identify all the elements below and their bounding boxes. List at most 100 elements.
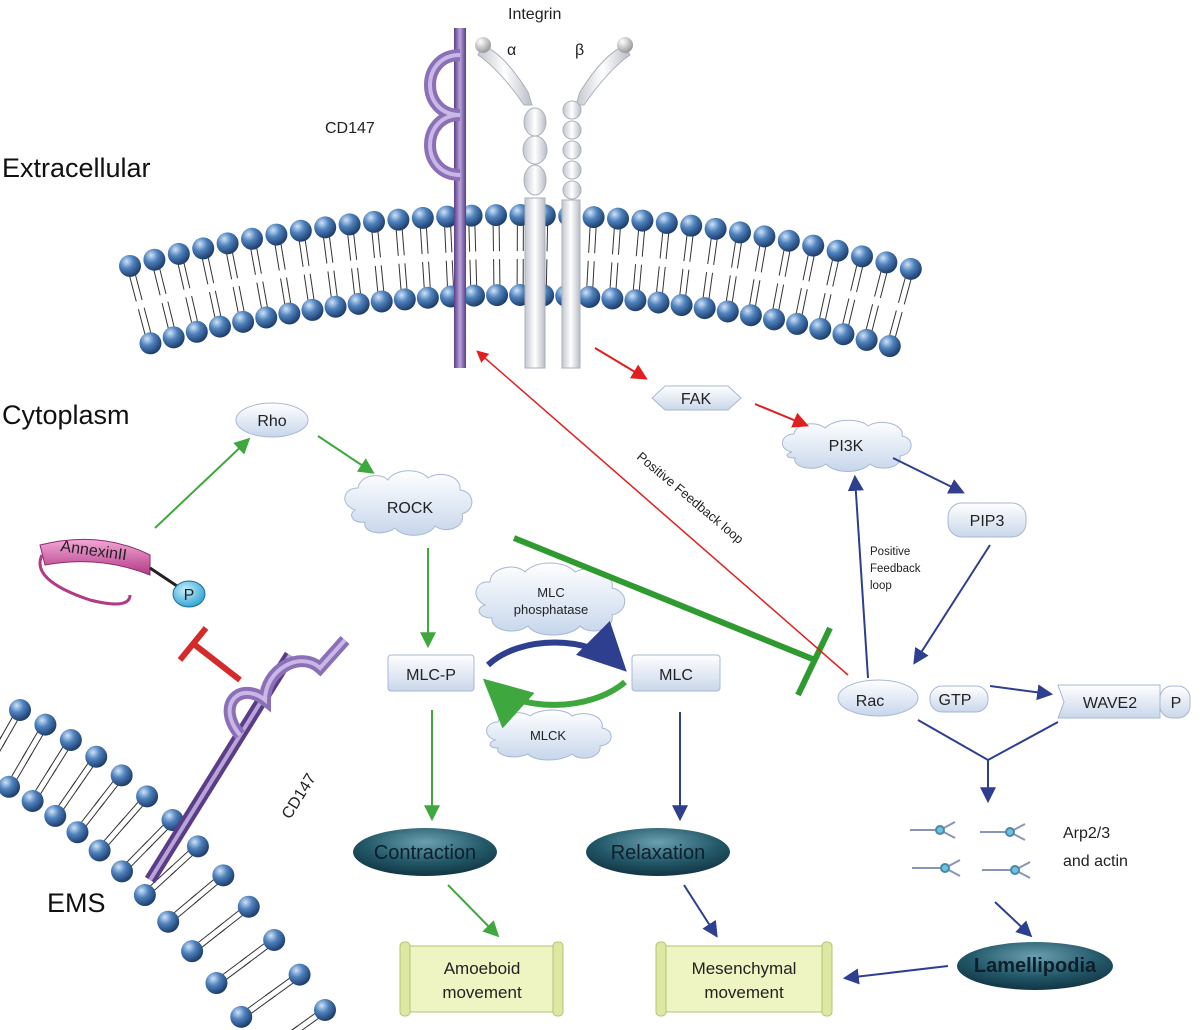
lipid-head xyxy=(436,205,459,228)
mlc-p-node xyxy=(387,654,475,692)
arp-label-1: Arp2/3 xyxy=(1063,825,1110,842)
lipid-head xyxy=(693,297,716,320)
lamellipodia-node xyxy=(957,942,1113,990)
lipid-head xyxy=(237,895,260,918)
annexin-phospho-badge xyxy=(172,580,206,608)
lipid-head xyxy=(411,206,434,229)
arrow-integrin-fak xyxy=(594,347,648,380)
lipid-head xyxy=(208,315,231,338)
wave2-label: WAVE2 xyxy=(1083,695,1137,712)
mesenchymal-label-2: movement xyxy=(704,983,784,1002)
lipid-head xyxy=(314,216,337,239)
integrin-label: Integrin xyxy=(508,6,561,23)
cd147-ems-receptor xyxy=(144,636,350,884)
lipid-head xyxy=(607,207,629,230)
lipid-head xyxy=(777,229,800,252)
lipid-head xyxy=(578,286,601,309)
arrow-pi3k-pip3 xyxy=(892,457,965,494)
lipid-head xyxy=(212,864,235,887)
lipid-head xyxy=(263,929,286,951)
contraction-label: Contraction xyxy=(374,842,476,864)
ems-label: EMS xyxy=(47,888,106,918)
lipid-head xyxy=(851,245,873,268)
lipid-head xyxy=(338,213,361,236)
integrin-alpha-label: α xyxy=(507,42,516,59)
lipid-head xyxy=(66,821,89,844)
lipid-head xyxy=(88,839,111,862)
lamellipodia-label: Lamellipodia xyxy=(974,955,1097,977)
inhibit-rock-rac xyxy=(512,535,833,697)
lipid-head xyxy=(729,221,751,244)
lipid-head xyxy=(119,254,141,277)
arrow-rho-rock xyxy=(317,435,375,474)
lipid-head xyxy=(763,308,786,331)
lipid-head xyxy=(370,290,393,313)
lipid-head xyxy=(241,227,263,250)
lipid-head xyxy=(185,320,208,343)
lipid-head xyxy=(753,225,776,248)
lipid-head xyxy=(265,223,288,246)
arp-actin-icon xyxy=(910,821,1031,879)
lipid-head xyxy=(34,713,57,736)
relaxation-node xyxy=(586,828,730,876)
lipid-head xyxy=(809,317,832,340)
pi3k-label: PI3K xyxy=(829,438,864,455)
lipid-head xyxy=(301,298,324,321)
pip3-label: PIP3 xyxy=(970,513,1005,530)
annexin-protein xyxy=(38,538,181,606)
arp-label-2: and actin xyxy=(1063,853,1128,870)
ems-membrane xyxy=(0,699,336,1030)
lipid-head xyxy=(393,288,416,311)
amoeboid-scroll xyxy=(399,941,564,1017)
gtp-badge xyxy=(929,685,989,713)
arrow-fak-pi3k xyxy=(754,403,809,428)
lipid-head xyxy=(255,306,278,329)
lipid-head xyxy=(143,248,166,271)
mlc-label: MLC xyxy=(659,667,693,684)
rho-label: Rho xyxy=(257,413,286,430)
lipid-head xyxy=(278,302,301,325)
relaxation-label: Relaxation xyxy=(611,842,706,864)
amoeboid-label-1: Amoeboid xyxy=(444,959,521,978)
lipid-head xyxy=(875,251,898,274)
lipid-head xyxy=(288,963,311,986)
contraction-node xyxy=(353,828,497,876)
inhibit-cd147-annexin xyxy=(177,626,242,683)
lipid-head xyxy=(85,745,108,768)
arrow-rac-pi3k-feedback xyxy=(847,474,869,679)
lipid-head xyxy=(110,764,133,787)
lipid-head xyxy=(670,294,693,317)
lipid-head xyxy=(289,219,312,242)
lipid-head xyxy=(167,242,190,265)
lipid-head xyxy=(416,286,439,309)
lipid-head xyxy=(878,335,901,358)
lipid-head xyxy=(216,232,239,255)
lipid-head xyxy=(157,910,180,933)
plasma-membrane xyxy=(119,204,922,358)
lipid-head xyxy=(601,287,624,310)
feedback-label-1: Positive xyxy=(870,546,910,558)
lipid-head xyxy=(314,999,336,1021)
mlc-phosphorylation-arrow xyxy=(482,678,627,729)
lipid-head xyxy=(139,332,162,355)
lipid-head xyxy=(486,284,509,307)
mlc-phosphatase-label-2: phosphatase xyxy=(514,602,588,617)
rock-node xyxy=(344,470,473,536)
mlc-p-label: MLC-P xyxy=(406,667,456,684)
arrow-rac-cd147-feedback xyxy=(476,350,849,676)
amoeboid-label-2: movement xyxy=(442,983,522,1002)
lipid-head xyxy=(786,312,809,335)
lipid-head xyxy=(181,940,204,963)
lipid-head xyxy=(59,729,82,751)
lipid-head xyxy=(0,775,21,798)
lipid-head xyxy=(680,214,703,237)
lipid-head xyxy=(704,217,727,240)
fak-node xyxy=(651,385,742,411)
mesenchymal-label-1: Mesenchymal xyxy=(692,959,797,978)
arrow-rac-wave2-arp xyxy=(917,719,1059,800)
cd147-receptor xyxy=(424,28,466,368)
rock-label: ROCK xyxy=(387,500,434,517)
lipid-head xyxy=(631,209,654,232)
lipid-head xyxy=(647,291,670,314)
